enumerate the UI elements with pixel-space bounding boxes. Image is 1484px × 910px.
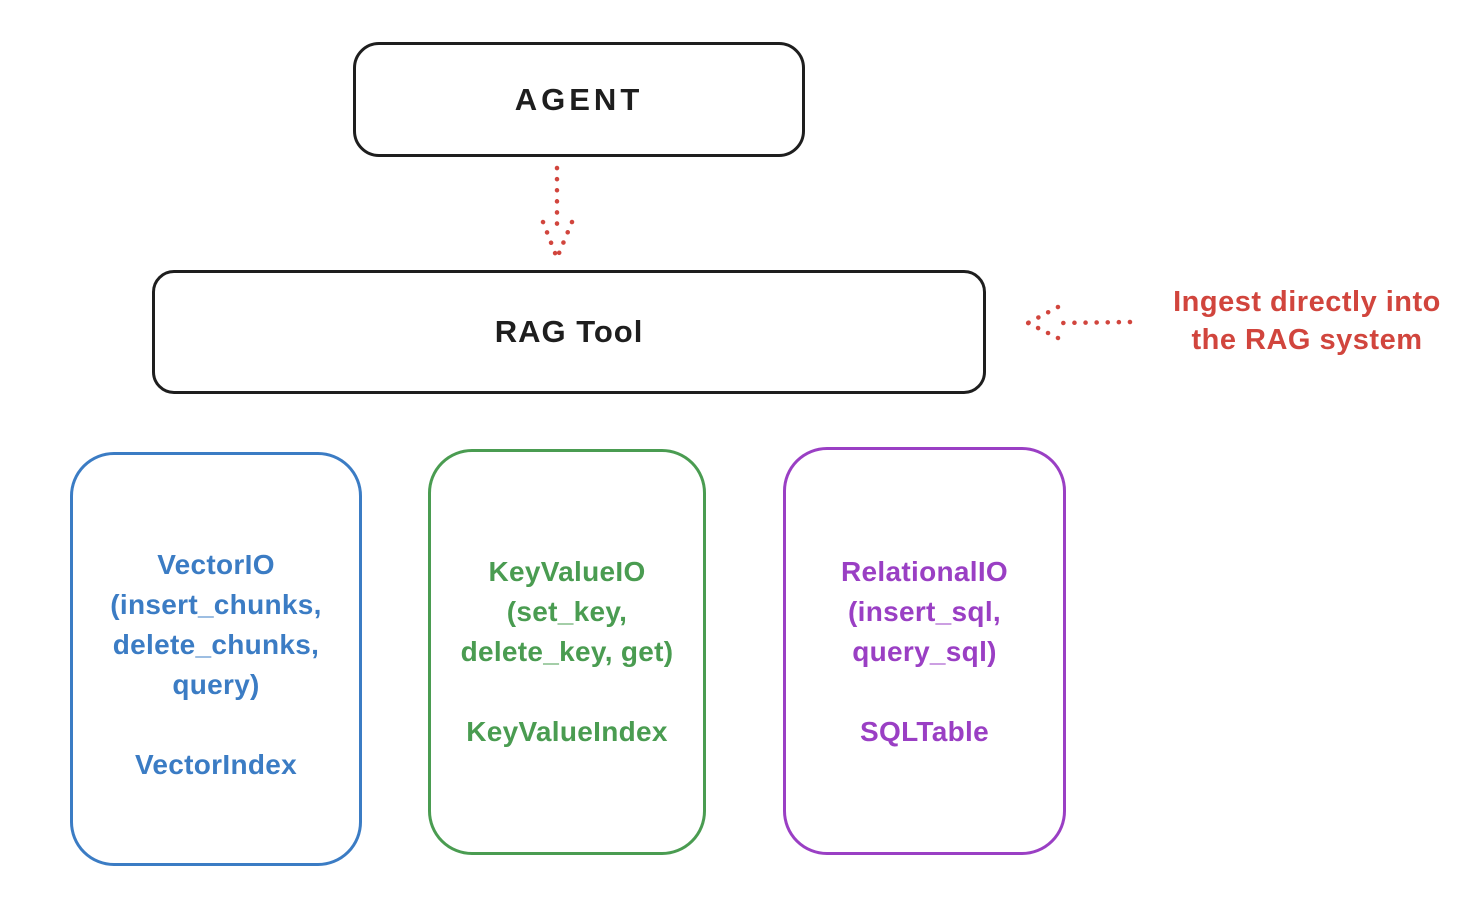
relational-io-line: query_sql) (852, 636, 997, 667)
agent-box: AGENT (353, 42, 805, 157)
rag-tool-label: RAG Tool (494, 314, 644, 349)
vector-io-footer: VectorIndex (134, 749, 298, 780)
vector-io-line: VectorIO (157, 549, 275, 580)
rag-tool-box: RAG Tool (152, 270, 986, 394)
keyvalue-io-line: (set_key, (506, 596, 628, 627)
card-vector-io: VectorIO (insert_chunks, delete_chunks, … (70, 452, 362, 866)
ingest-pointer-arrow-icon (1025, 304, 1133, 341)
ingest-annotation-line2: the RAG system (1191, 324, 1423, 356)
card-relational-io: RelationalIO (insert_sql, query_sql) SQL… (783, 447, 1066, 855)
keyvalue-io-line: KeyValueIO (488, 556, 646, 587)
keyvalue-io-footer: KeyValueIndex (466, 716, 668, 747)
relational-io-line: (insert_sql, (848, 596, 1001, 627)
relational-io-footer: SQLTable (860, 716, 989, 747)
ingest-annotation: Ingest directly into the RAG system (1133, 283, 1481, 359)
agent-label: AGENT (514, 81, 644, 117)
vector-io-line: query) (172, 669, 260, 700)
vector-io-line: delete_chunks, (112, 629, 320, 660)
ingest-annotation-line1: Ingest directly into (1173, 286, 1441, 318)
relational-io-line: RelationalIO (841, 556, 1008, 587)
keyvalue-io-line: delete_key, get) (460, 636, 674, 667)
card-keyvalue-io: KeyValueIO (set_key, delete_key, get) Ke… (428, 449, 706, 855)
vector-io-line: (insert_chunks, (110, 589, 322, 620)
agent-to-rag-arrow-icon (540, 165, 575, 261)
